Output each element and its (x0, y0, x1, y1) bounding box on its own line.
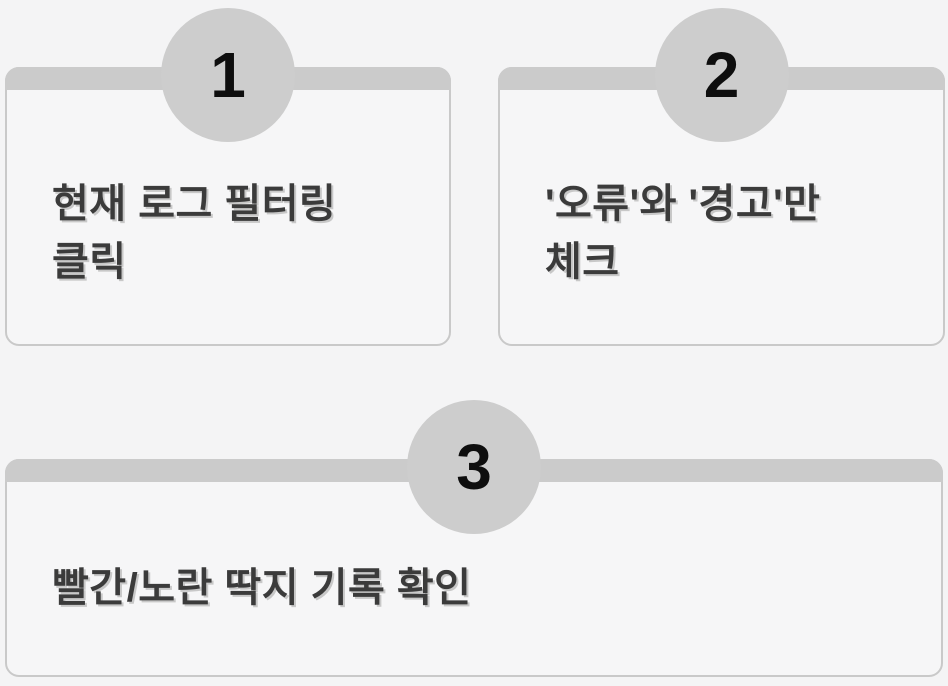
step-card-1: 1 현재 로그 필터링 클릭 (5, 8, 451, 346)
step-2-number-badge: 2 (654, 8, 789, 142)
step-2-label: '오류'와 '경고'만 체크 (545, 182, 821, 284)
step-3-number: 3 (456, 431, 492, 503)
step-3-label: 빨간/노란 딱지 기록 확인 (52, 566, 472, 610)
step-1-number-badge: 1 (161, 8, 295, 142)
step-1-number: 1 (210, 39, 246, 111)
step-3-number-badge: 3 (407, 400, 541, 534)
step-card-3: 3 빨간/노란 딱지 기록 확인 (5, 400, 943, 677)
step-1-label: 현재 로그 필터링 클릭 (52, 182, 337, 284)
step-2-number: 2 (703, 39, 740, 111)
step-card-2: 2 '오류'와 '경고'만 체크 (498, 8, 945, 346)
